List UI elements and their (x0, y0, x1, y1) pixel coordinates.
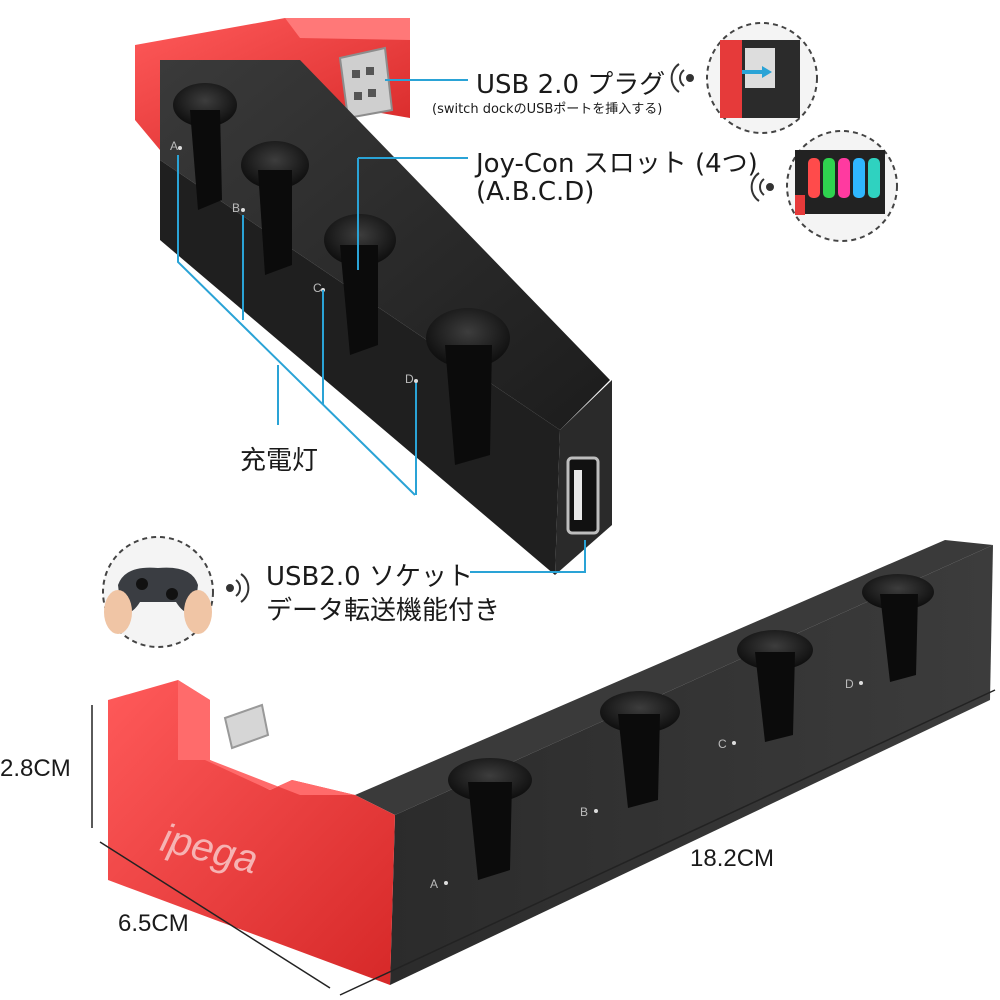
usb-plug-note: (switch dockのUSBポートを挿入する) (432, 102, 663, 117)
dimension-depth: 6.5CM (118, 910, 189, 937)
usb-socket (566, 456, 600, 535)
pro-controller-thumbnail (102, 536, 214, 648)
bottom-slot-c (737, 630, 813, 742)
top-dock-body-front (160, 160, 560, 575)
bottom-dock-body-front (390, 545, 993, 985)
bottom-slot-letter-c: C (718, 737, 727, 751)
usb-socket-title: USB2.0 ソケット (266, 562, 473, 592)
bottom-slot-a (448, 758, 532, 880)
usb-plug-title: USB 2.0 プラグ (476, 70, 666, 100)
wireless-signal-icon (670, 63, 694, 93)
top-slot-letter-d: D (405, 372, 414, 386)
bottom-slot-letter-b: B (580, 805, 588, 819)
top-slot-letter-b: B (232, 201, 240, 215)
wireless-signal-icon (750, 172, 774, 202)
top-slot-letter-a: A (170, 139, 178, 153)
top-slot-labels: A B C D (170, 139, 414, 386)
bottom-slot-letter-d: D (845, 677, 854, 691)
bottom-slot-labels: A B C D (430, 677, 854, 891)
bottom-dock: A B C D ipega (108, 540, 993, 985)
joycon-slot-sub: (A.B.C.D) (476, 177, 595, 207)
bottom-slot-letter-a: A (430, 877, 438, 891)
top-slot-a (173, 83, 237, 210)
bottom-slot-d (862, 574, 934, 682)
top-slot-c (324, 214, 396, 355)
joycon-row-thumbnail (786, 130, 898, 242)
wireless-signal-icon (226, 573, 250, 603)
top-slot-b (241, 141, 309, 275)
top-dock: A B C D (135, 18, 612, 575)
dimension-lines (91, 689, 996, 996)
dock-usb-port-thumbnail (706, 22, 818, 134)
top-usb-plug (338, 46, 394, 120)
bottom-dock-body-top (355, 540, 993, 815)
charge-light-label: 充電灯 (240, 446, 319, 476)
top-slot-d (426, 308, 510, 465)
dimension-height: 2.8CM (0, 755, 71, 782)
callout-lines (177, 79, 586, 573)
top-slot-letter-c: C (313, 281, 322, 295)
dimension-length: 18.2CM (690, 845, 775, 872)
joycon-slot-title: Joy-Con スロット (4つ) (476, 149, 758, 179)
bottom-slot-b (600, 691, 680, 808)
usb-socket-sub: データ転送機能付き (266, 596, 501, 626)
